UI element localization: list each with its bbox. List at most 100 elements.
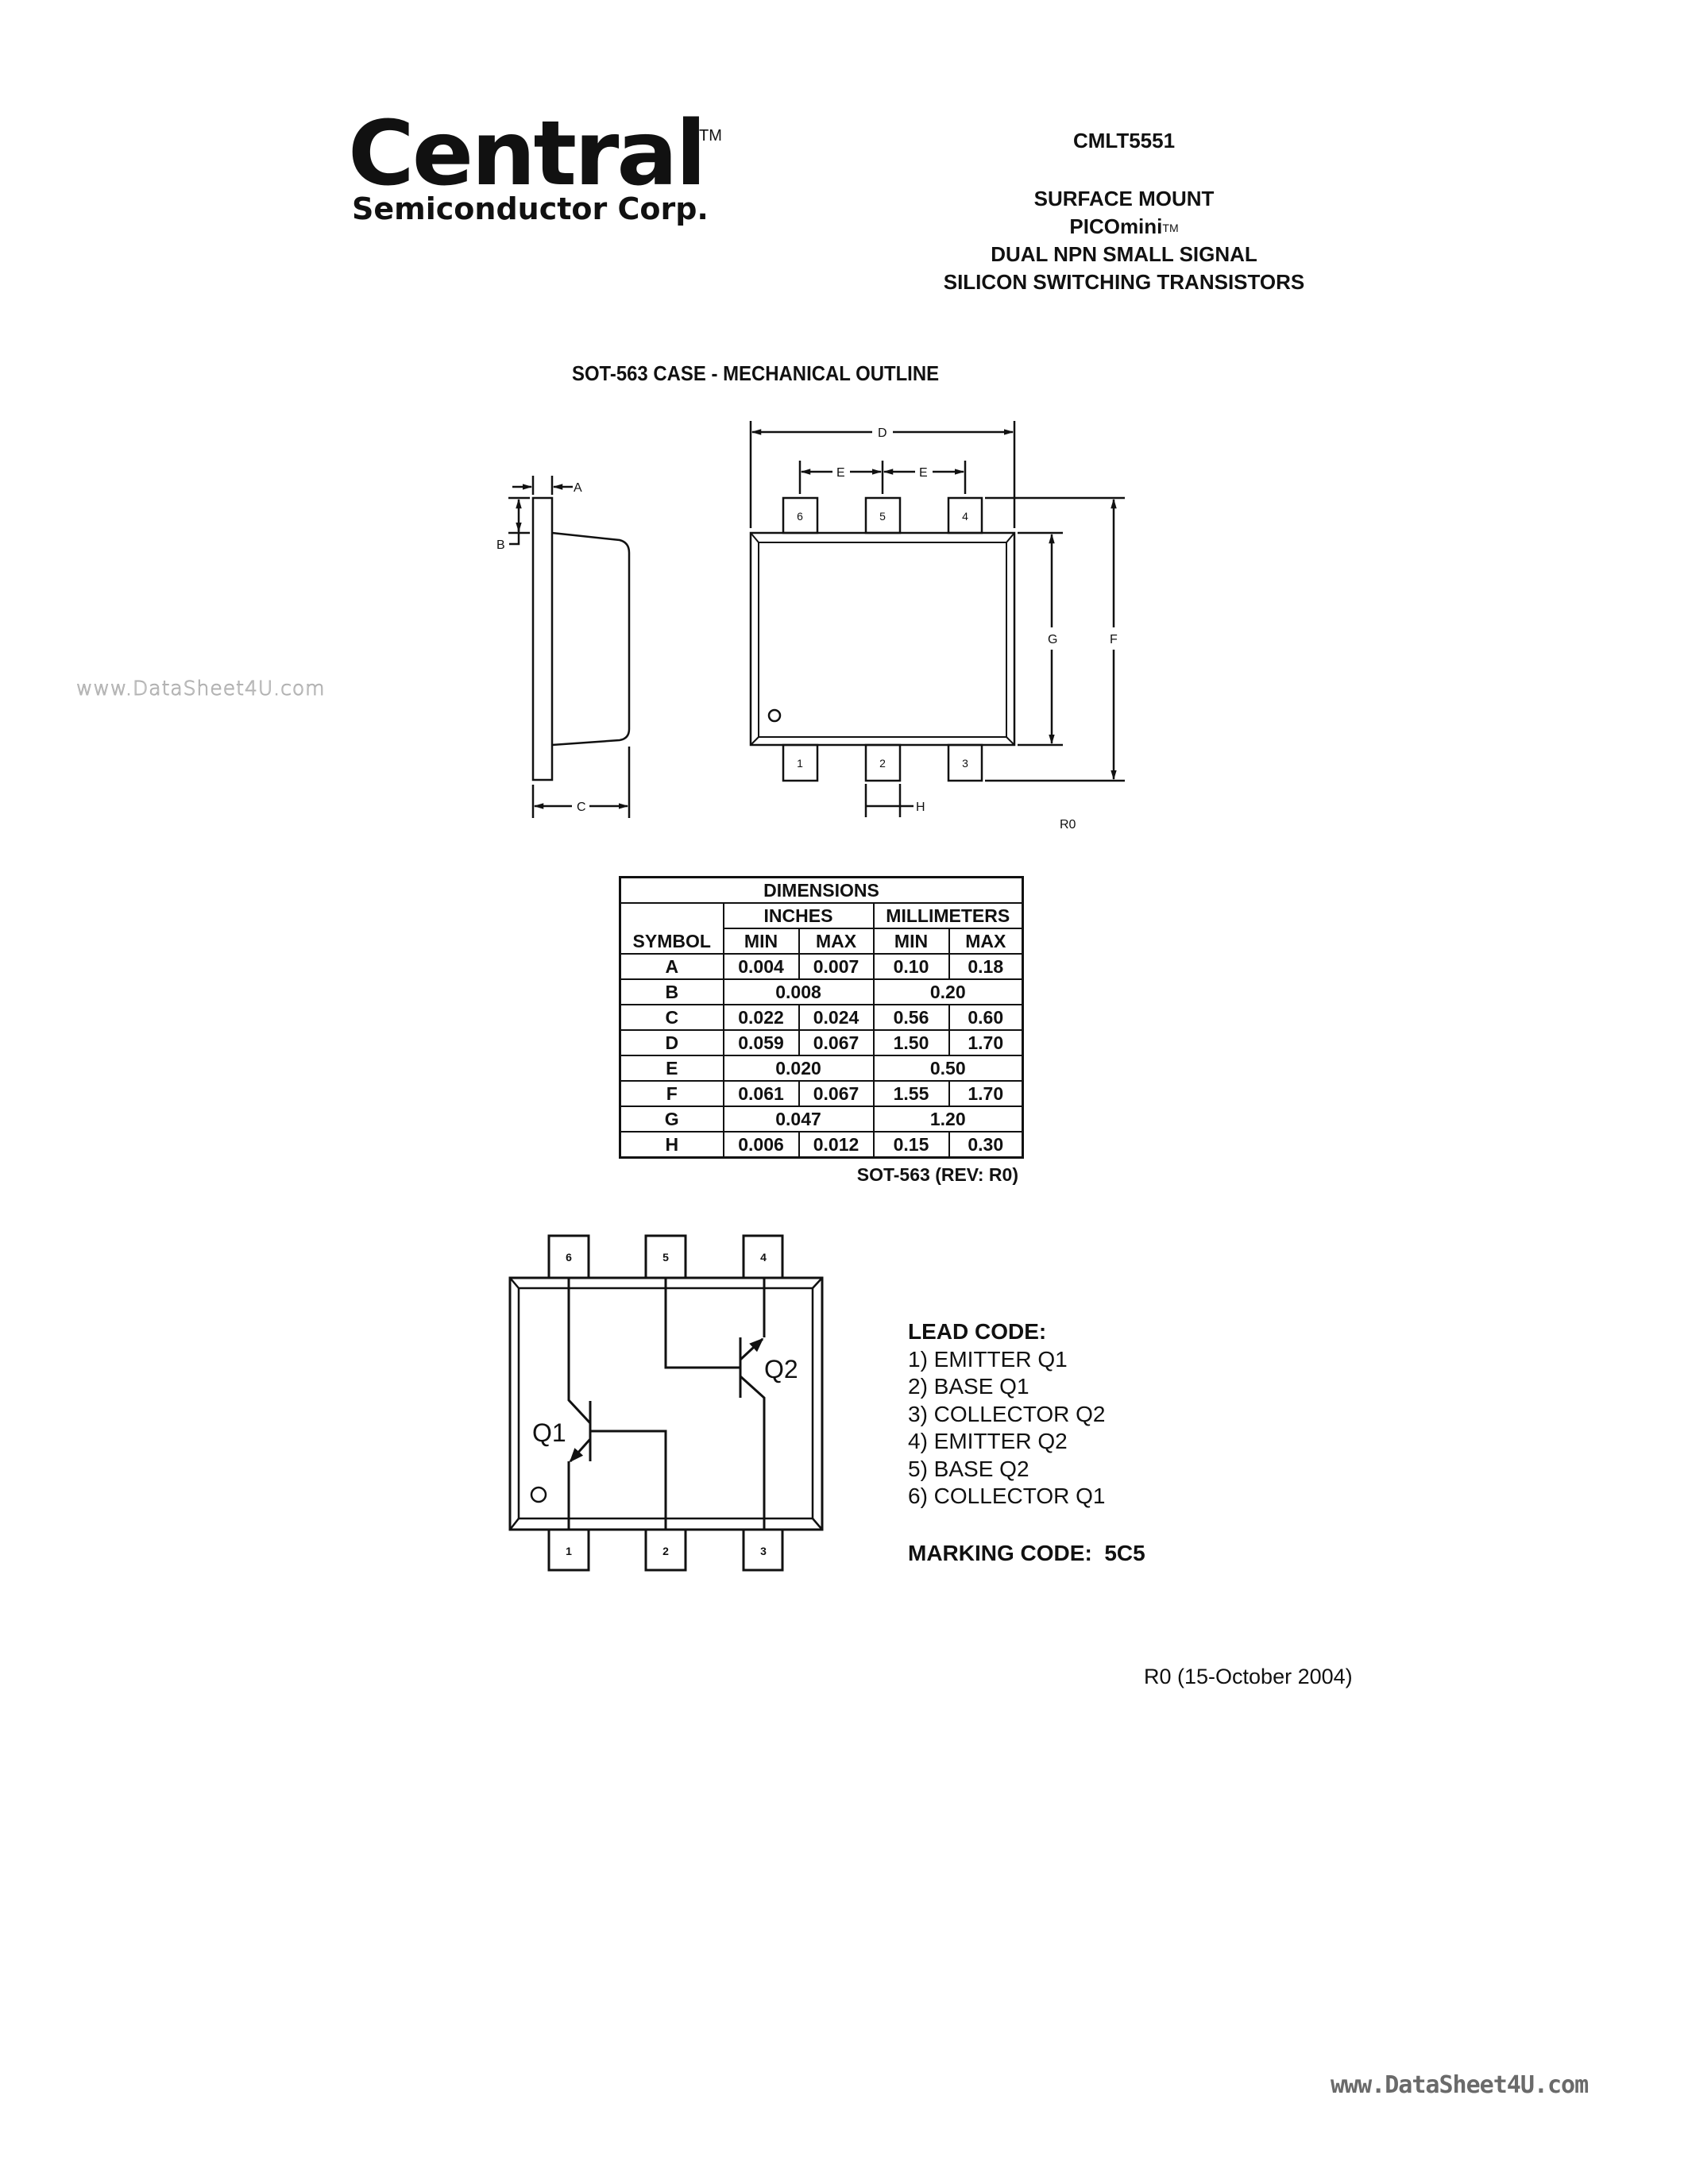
value-cell: 1.70 [948, 1029, 1024, 1056]
pin-number: 4 [962, 510, 968, 523]
symbol-cell: D [619, 1029, 724, 1056]
pin-number: 6 [566, 1251, 572, 1264]
dim-label-d: D [878, 426, 887, 440]
col-header: MAX [948, 928, 1024, 955]
product-description: SURFACE MOUNT PICOminiTM DUAL NPN SMALL … [925, 185, 1323, 296]
value-cell: 0.061 [722, 1080, 800, 1107]
dim-label-g: G [1048, 633, 1057, 646]
value-cell: 0.007 [798, 953, 875, 980]
side-view [508, 476, 631, 818]
pin-number: 1 [566, 1545, 572, 1557]
value-cell: 0.067 [798, 1080, 875, 1107]
table-unit-row: INCHES MILLIMETERS [619, 902, 1024, 929]
value-cell: 1.70 [948, 1080, 1024, 1107]
value-cell: 0.30 [948, 1131, 1024, 1159]
description-line: SILICON SWITCHING TRANSISTORS [943, 270, 1305, 294]
lead-code-item: 6) COLLECTOR Q1 [908, 1484, 1106, 1508]
pin-number: 5 [879, 510, 886, 523]
pinout-schematic: 6 5 4 1 2 3 Q1 Q2 [508, 1234, 824, 1572]
description-line: DUAL NPN SMALL SIGNAL [991, 242, 1257, 266]
pin-number: 1 [797, 757, 803, 770]
value-cell: 1.20 [872, 1106, 1024, 1133]
pin-number: 2 [662, 1545, 669, 1557]
symbol-cell: A [619, 953, 724, 980]
lead-code-item: 5) BASE Q2 [908, 1456, 1029, 1481]
col-header: MIN [872, 928, 950, 955]
top-view [749, 421, 1125, 817]
dim-label-a: A [574, 481, 582, 495]
pin-number: 3 [760, 1545, 767, 1557]
logo-trademark: TM [699, 127, 722, 145]
pin-number: 6 [797, 510, 803, 523]
value-cell: 0.56 [872, 1004, 950, 1031]
unit-header-inches: INCHES [722, 902, 875, 929]
trademark-mark: TM [1162, 222, 1179, 234]
dimensions-table: DIMENSIONS INCHES MILLIMETERS SYMBOL MIN… [619, 876, 1024, 1159]
lead-code-item: 3) COLLECTOR Q2 [908, 1401, 1106, 1426]
table-title: DIMENSIONS [619, 876, 1024, 904]
value-cell: 0.008 [722, 978, 875, 1005]
watermark-link[interactable]: www.DataSheet4U.com [76, 677, 326, 700]
value-cell: 0.004 [722, 953, 800, 980]
footer-watermark-link[interactable]: www.DataSheet4U.com [1331, 2071, 1589, 2099]
marking-code: MARKING CODE: 5C5 [908, 1541, 1145, 1566]
dim-label-c: C [577, 801, 586, 814]
lead-code-item: 2) BASE Q1 [908, 1374, 1029, 1399]
part-number: CMLT5551 [1072, 129, 1176, 152]
company-logo-subtitle: Semiconductor Corp. [352, 191, 709, 226]
pin-number: 2 [879, 757, 886, 770]
symbol-cell: B [619, 978, 724, 1005]
pin-number: 5 [662, 1251, 669, 1264]
lead-code-title: LEAD CODE: [908, 1319, 1047, 1344]
revision-note: R0 (15-October 2004) [1144, 1665, 1353, 1688]
symbol-cell: G [619, 1106, 724, 1133]
value-cell: 0.50 [872, 1055, 1024, 1082]
dim-label-h: H [916, 801, 925, 814]
table-row: E 0.020 0.50 [619, 1055, 1024, 1082]
table-row: C 0.022 0.024 0.56 0.60 [619, 1004, 1024, 1031]
transistor-q2-symbol [664, 1278, 766, 1530]
marking-code-label: MARKING CODE: [908, 1541, 1092, 1565]
section-title: SOT-563 CASE - MECHANICAL OUTLINE [572, 361, 940, 385]
outline-revision: R0 [1060, 818, 1076, 832]
value-cell: 0.10 [872, 953, 950, 980]
value-cell: 0.60 [948, 1004, 1024, 1031]
pin-number: 3 [962, 757, 968, 770]
table-row: H 0.006 0.012 0.15 0.30 [619, 1131, 1024, 1159]
table-row: F 0.061 0.067 1.55 1.70 [619, 1080, 1024, 1107]
table-row: B 0.008 0.20 [619, 978, 1024, 1005]
mechanical-outline-drawing: A B C D E E G F H R0 6 5 4 1 2 3 [496, 421, 1125, 832]
marking-code-value: 5C5 [1104, 1541, 1145, 1565]
description-line: SURFACE MOUNT [1033, 187, 1215, 210]
pin-number: 4 [760, 1251, 767, 1264]
value-cell: 0.047 [722, 1106, 875, 1133]
symbol-cell: H [619, 1131, 724, 1159]
value-cell: 0.006 [722, 1131, 800, 1159]
lead-code-item: 4) EMITTER Q2 [908, 1429, 1068, 1453]
symbol-cell: C [619, 1004, 724, 1031]
symbol-cell: F [619, 1080, 724, 1107]
dim-label-e: E [836, 466, 845, 480]
value-cell: 0.024 [798, 1004, 875, 1031]
value-cell: 0.020 [722, 1055, 875, 1082]
lead-code-item: 1) EMITTER Q1 [908, 1346, 1068, 1372]
col-header: MAX [798, 928, 875, 955]
value-cell: 0.059 [722, 1029, 800, 1056]
q1-label: Q1 [532, 1418, 566, 1447]
table-caption: SOT-563 (REV: R0) [856, 1164, 1018, 1185]
lead-code-list: LEAD CODE: 1) EMITTER Q1 2) BASE Q1 3) C… [908, 1318, 1105, 1511]
table-row: D 0.059 0.067 1.50 1.70 [619, 1029, 1024, 1056]
value-cell: 0.012 [798, 1131, 875, 1159]
blank-cell [619, 902, 724, 928]
table-title-row: DIMENSIONS [619, 876, 1024, 904]
dim-label-e: E [919, 466, 928, 480]
transistor-q1-symbol [567, 1278, 667, 1530]
value-cell: 0.15 [872, 1131, 950, 1159]
col-header: MIN [722, 928, 800, 955]
description-line: PICOmini [1069, 214, 1163, 238]
company-logo-name: Central [348, 102, 706, 206]
value-cell: 1.55 [872, 1080, 950, 1107]
dim-label-b: B [496, 538, 505, 552]
value-cell: 0.067 [798, 1029, 875, 1056]
table-row: G 0.047 1.20 [619, 1106, 1024, 1133]
